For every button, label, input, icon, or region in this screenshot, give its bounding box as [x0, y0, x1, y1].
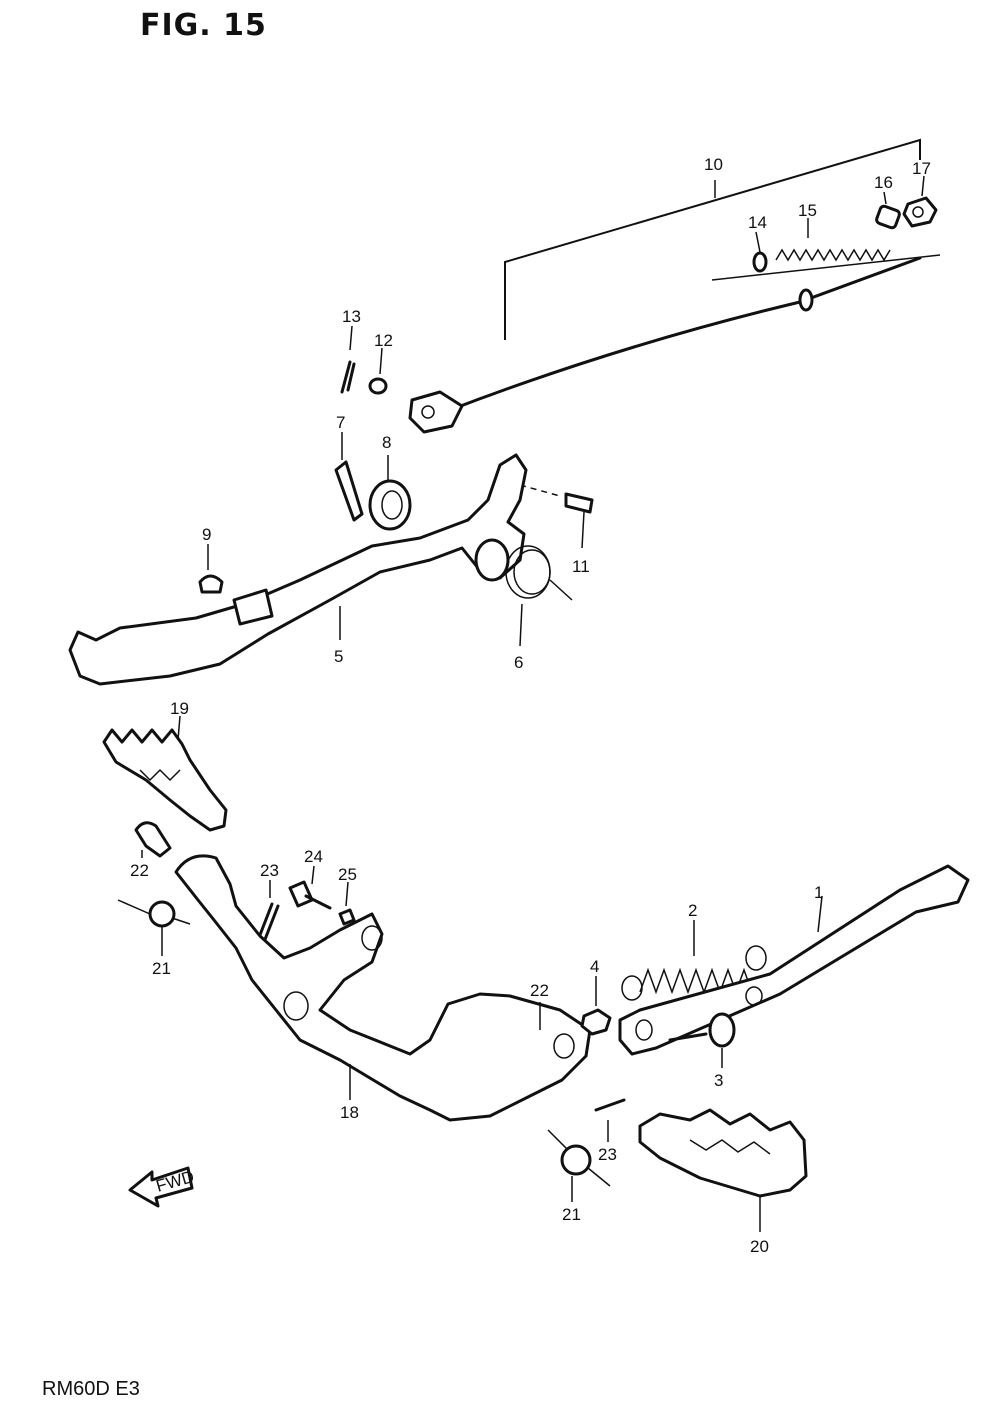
- sleeve-16: [875, 191, 901, 230]
- spring-21-right: [547, 1129, 611, 1202]
- callout-14: 14: [748, 213, 767, 232]
- side-stand-1: [618, 864, 970, 1056]
- model-code: RM60D E3: [42, 1378, 140, 1400]
- callout-21-left: 21: [152, 959, 171, 978]
- nut-4: [580, 976, 612, 1036]
- nut-25: [338, 881, 356, 926]
- callout-17: 17: [912, 159, 931, 178]
- callout-3: 3: [714, 1071, 723, 1090]
- callout-22-left: 22: [130, 861, 149, 880]
- pin-22-left: [134, 821, 172, 858]
- callout-4: 4: [590, 957, 599, 976]
- bolt-3: [668, 1012, 736, 1068]
- cotter-pin-23-right: [594, 1098, 626, 1142]
- washer-12: [368, 347, 388, 395]
- bolt-24: [288, 865, 332, 910]
- cotter-pin-13: [340, 325, 356, 394]
- callout-21-right: 21: [562, 1205, 581, 1224]
- cap-9: [198, 544, 224, 594]
- return-spring-6: [505, 545, 573, 647]
- callout-12: 12: [374, 331, 393, 350]
- figure-title: FIG. 15: [140, 8, 267, 43]
- footrest-19: [102, 715, 228, 832]
- bush-8: [368, 455, 412, 531]
- callout-6: 6: [514, 653, 523, 672]
- callout-13: 13: [342, 307, 361, 326]
- brake-rod-assembly: [408, 138, 941, 434]
- pin-7: [334, 432, 364, 522]
- footrest-bracket-18: [174, 854, 592, 1122]
- callout-22-right: 22: [530, 981, 549, 1000]
- callout-16: 16: [874, 173, 893, 192]
- callout-18: 18: [340, 1103, 359, 1122]
- adjuster-nut-17: [902, 175, 938, 228]
- spring-15: [775, 218, 891, 262]
- callout-23-left: 23: [260, 861, 279, 880]
- forward-arrow-icon: FWD: [128, 1166, 196, 1208]
- callout-8: 8: [382, 433, 391, 452]
- callout-2: 2: [688, 901, 697, 920]
- brake-pedal-5: [68, 453, 528, 686]
- callout-11: 11: [572, 557, 590, 576]
- washer-14: [752, 231, 768, 273]
- callout-23-right: 23: [598, 1145, 617, 1164]
- callout-9: 9: [202, 525, 211, 544]
- callout-25: 25: [338, 865, 357, 884]
- footrest-20: [638, 1108, 808, 1232]
- callout-7: 7: [336, 413, 345, 432]
- callout-15: 15: [798, 201, 817, 220]
- callout-1: 1: [814, 883, 823, 902]
- callout-24: 24: [304, 847, 323, 866]
- callout-19: 19: [170, 699, 189, 718]
- callout-5: 5: [334, 647, 343, 666]
- pin-11: [519, 484, 594, 549]
- spring-21-left: [117, 899, 191, 956]
- cotter-pin-23-left: [256, 880, 280, 944]
- callout-10: 10: [704, 155, 723, 174]
- callout-20: 20: [750, 1237, 769, 1256]
